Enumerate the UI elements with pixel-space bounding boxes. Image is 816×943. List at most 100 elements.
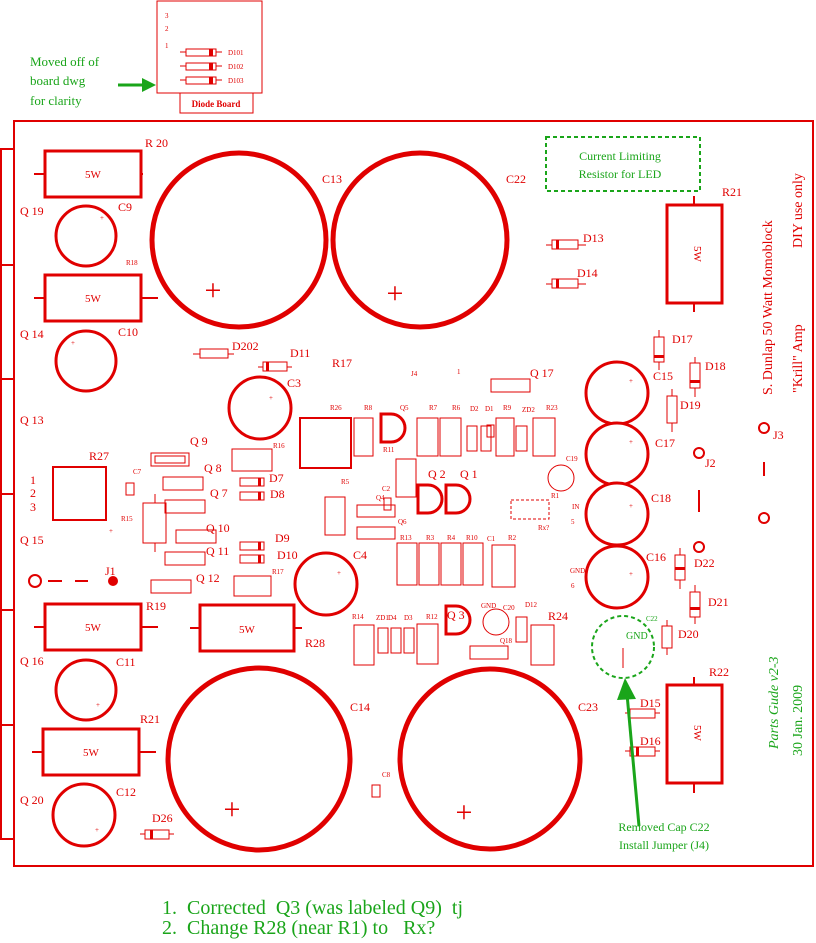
svg-text:D102: D102 [228,63,244,71]
diode-board-title: Diode Board [192,99,241,109]
diode-d7: D7 [239,471,284,487]
svg-text:C23: C23 [578,700,598,714]
diode-d9: D10 [239,548,298,564]
svg-text:+: + [629,502,633,510]
label-q15: Q 15 [20,533,44,547]
svg-text:R11: R11 [383,446,395,454]
svg-text:Q4: Q4 [376,494,385,502]
transistor-q12: Q 12 [150,571,220,594]
svg-text:D9: D9 [275,531,290,545]
resistor-r21-vertical: 5W R21 [665,185,742,312]
svg-text:Resistor for LED: Resistor for LED [579,167,662,181]
resistor-r19: 5W R19 [34,599,166,652]
jumper-j2: J2 [693,447,716,512]
cap-c7: C7 [125,468,142,496]
svg-text:for clarity: for clarity [30,93,82,108]
svg-text:+: + [71,339,75,347]
cap-c16: + C16 [584,544,666,610]
label-q14: Q 14 [20,327,44,341]
svg-text:R6: R6 [452,404,461,412]
svg-text:R21: R21 [722,185,742,199]
svg-text:ZD1: ZD1 [376,614,389,622]
diode-d19: D19 [666,389,701,432]
svg-text:+: + [456,796,473,829]
resistor-r16: R16 [231,442,285,472]
transistor-q3: Q 3 [444,604,472,636]
svg-text:R16: R16 [273,442,285,450]
cap-c20: C20 [482,604,515,636]
cap-c17: + C17 [584,421,675,487]
resistor-r22-vertical: 5W R22 [665,665,729,793]
svg-text:R21: R21 [140,712,160,726]
svg-text:Current Limiting: Current Limiting [579,149,661,163]
svg-text:Q6: Q6 [398,518,407,526]
svg-text:GND: GND [626,631,648,642]
diode-d103: D103 [180,76,244,85]
svg-text:C22: C22 [646,615,658,623]
svg-text:R2: R2 [508,534,517,542]
diode-board-inset: 3 2 1 D101 D102 D103 Diode Board [156,0,263,114]
cap-c2: C2 [382,485,392,511]
resistor-r11: R11 [383,446,417,498]
svg-text:D8: D8 [270,487,285,501]
cap-c13: + C13 [149,150,342,330]
svg-text:board dwg: board dwg [30,73,86,88]
svg-text:+: + [224,793,241,826]
diode-d13: D13 [546,231,604,250]
svg-text:D19: D19 [680,398,701,412]
center-lower-parts: R14 ZD1 D4 D3 R12 GND Q18 D12 R24 GND 6 [352,567,585,666]
svg-text:D13: D13 [583,231,604,245]
svg-text:5W: 5W [85,293,102,305]
svg-text:D17: D17 [672,332,693,346]
footer-note-2: 2. Change R28 (near R1) to Rx? [162,917,436,939]
label-q19: Q 19 [20,204,44,218]
svg-text:5W: 5W [85,169,102,181]
label-q16: Q 16 [20,654,44,668]
transistor-q10: Q 10 [175,521,230,544]
cap-c4: + C4 [293,548,367,617]
svg-text:+: + [629,438,633,446]
cap-c14: + C14 [165,665,370,853]
svg-text:D10: D10 [277,548,298,562]
svg-text:Q 2: Q 2 [428,467,446,481]
svg-text:C14: C14 [350,700,370,714]
svg-text:DIY use only: DIY use only [791,173,806,248]
svg-text:C10: C10 [118,325,138,339]
svg-text:R15: R15 [121,515,133,523]
diode-d21: D21 [689,585,729,624]
svg-text:R5: R5 [341,478,350,486]
svg-text:Q 7: Q 7 [210,486,228,500]
svg-text:Q 10: Q 10 [206,521,230,535]
svg-text:GND: GND [570,567,585,575]
svg-text:C1: C1 [487,535,496,543]
diode-board-number-1: 1 [165,42,169,50]
svg-text:R23: R23 [546,404,558,412]
svg-text:R14: R14 [352,613,364,621]
svg-text:C15: C15 [653,369,673,383]
svg-text:D15: D15 [640,696,661,710]
svg-text:5W: 5W [691,725,703,742]
diode-d202: D202 [193,339,259,359]
svg-text:R 20: R 20 [145,136,168,150]
moved-off-note: Moved off of board dwg for clarity [30,54,156,108]
svg-text:5W: 5W [691,246,703,263]
svg-text:C7: C7 [133,468,142,476]
svg-text:R3: R3 [426,534,435,542]
diode-d14: D14 [546,266,598,289]
center-resistor-row-lower: R13 R3 R4 R10 R2 [396,534,517,588]
svg-text:+: + [629,377,633,385]
svg-text:30 Jan. 2009: 30 Jan. 2009 [791,685,806,756]
svg-text:R19: R19 [146,599,166,613]
svg-text:+: + [629,570,633,578]
svg-text:+: + [100,214,104,222]
jumper-j1: J1 [28,564,118,588]
svg-text:+: + [205,274,222,307]
svg-text:R13: R13 [400,534,412,542]
diode-d11: D11 [258,346,310,372]
resistor-r27: R27 1 2 3 [30,449,109,521]
svg-text:+: + [269,394,273,402]
svg-text:Q 3: Q 3 [447,608,465,622]
cap-c8: C8 [371,771,391,798]
svg-text:D16: D16 [640,734,661,748]
svg-text:J1: J1 [105,564,116,578]
